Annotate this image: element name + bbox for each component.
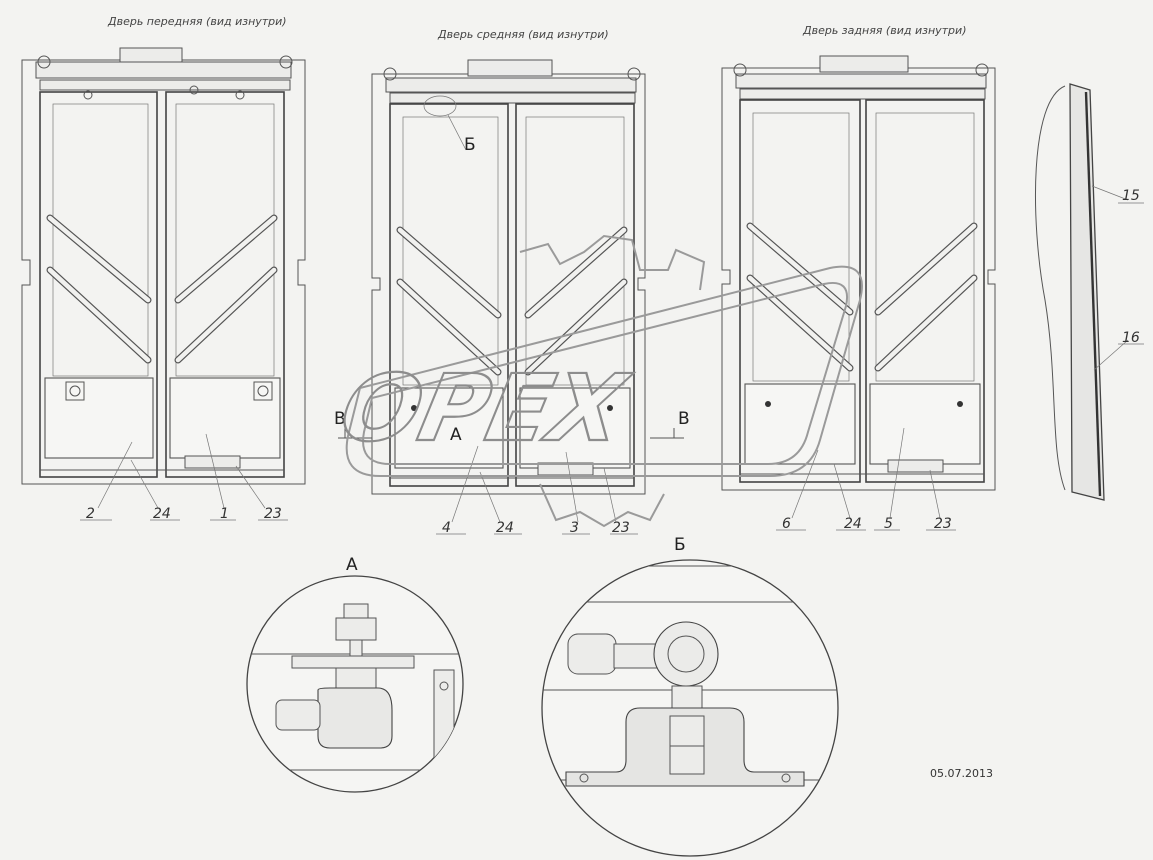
front-callouts: 2 24 1 23 xyxy=(80,433,288,522)
section-marker-v-right: В xyxy=(678,409,690,429)
watermark-text: OPEX xyxy=(332,355,638,462)
callout-4: 4 xyxy=(442,520,451,536)
side-callouts: 15 16 xyxy=(1118,188,1144,346)
front-door-assembly xyxy=(21,47,306,485)
callout-23-rear: 23 xyxy=(934,516,952,532)
middle-door-title: Дверь средняя (вид изнутри) xyxy=(437,28,609,41)
callout-3: 3 xyxy=(570,520,579,536)
drawing-date: 05.07.2013 xyxy=(930,767,993,780)
callout-24-front: 24 xyxy=(153,506,171,522)
front-door-title: Дверь передняя (вид изнутри) xyxy=(107,15,287,28)
opex-watermark: OPEX xyxy=(331,234,863,528)
middle-door-assembly xyxy=(371,59,646,495)
detail-b-view xyxy=(541,559,839,857)
callout-1: 1 xyxy=(220,506,229,522)
callout-24-middle: 24 xyxy=(496,520,514,536)
rear-door-title: Дверь задняя (вид изнутри) xyxy=(802,24,966,37)
section-marker-v-left: В xyxy=(334,409,346,429)
callout-15: 15 xyxy=(1122,188,1140,204)
callout-2: 2 xyxy=(86,506,95,522)
side-view-door xyxy=(1035,83,1129,501)
callout-5: 5 xyxy=(884,516,893,532)
detail-a-view xyxy=(246,575,464,793)
callout-16: 16 xyxy=(1122,330,1140,346)
callout-23-front: 23 xyxy=(264,506,282,522)
callout-6: 6 xyxy=(782,516,791,532)
callout-23-middle: 23 xyxy=(612,520,630,536)
rear-door-assembly xyxy=(721,55,996,491)
callout-24-rear: 24 xyxy=(844,516,862,532)
detail-marker-b: Б xyxy=(464,135,476,155)
detail-b-label: Б xyxy=(674,535,686,555)
detail-marker-a: А xyxy=(450,425,462,445)
rear-callouts: 6 24 5 23 xyxy=(776,427,956,532)
detail-a-label: А xyxy=(346,555,358,575)
